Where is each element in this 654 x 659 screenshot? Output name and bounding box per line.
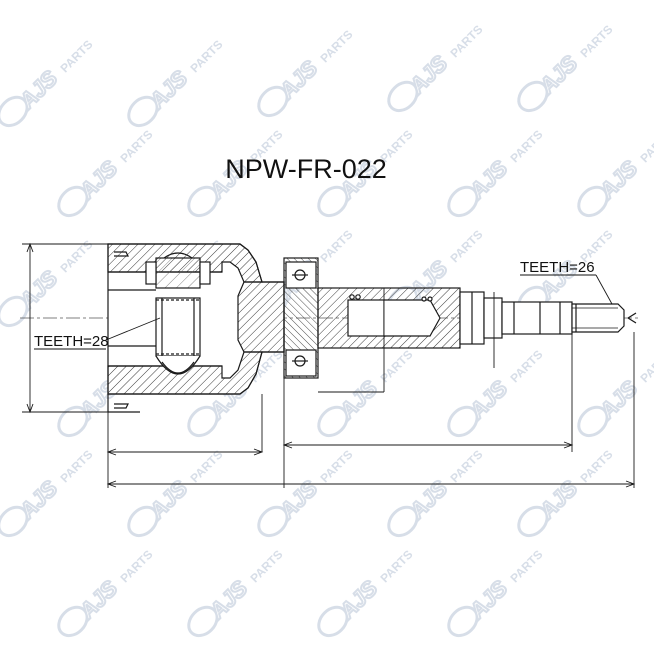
watermark-suffix: PARTS [117,547,155,585]
watermark-logo-ring [57,405,89,438]
watermark-logo-ring [57,605,89,638]
watermark-logo-ring [447,185,479,218]
teeth-right-label: TEETH=26 [520,259,595,276]
dimension-lines [22,242,636,488]
watermark-suffix: PARTS [507,127,545,165]
watermark-suffix: PARTS [317,27,355,65]
watermark-suffix: PARTS [507,547,545,585]
watermark-brand: AJS [464,375,513,424]
watermark-logo-ring [317,605,349,638]
watermark-suffix: PARTS [447,227,485,265]
watermark-logo-ring [577,405,609,438]
watermark-suffix: PARTS [507,347,545,385]
watermark-logo-ring [57,185,89,218]
watermark-logo-ring [257,85,289,118]
watermark-suffix: PARTS [317,227,355,265]
watermark-logo-ring [387,80,419,113]
watermark-brand: AJS [594,155,643,204]
part-number-title: NPW-FR-022 [225,154,387,184]
watermark-brand: AJS [274,475,323,524]
watermark-suffix: PARTS [317,447,355,485]
watermark-brand: AJS [594,375,643,424]
watermark-logo-ring [187,605,219,638]
shaft [283,257,637,379]
watermark-brand: AJS [14,65,63,114]
watermark-suffix: PARTS [57,447,95,485]
watermark-logo-ring [0,95,29,128]
watermark-logo-ring [0,295,29,328]
watermark-suffix: PARTS [57,37,95,75]
watermark-suffix: PARTS [447,447,485,485]
watermark-logo-ring [187,405,219,438]
watermark-brand: AJS [464,155,513,204]
watermark-logo-ring [577,185,609,218]
watermark-logo-ring [517,505,549,538]
watermark-logo-ring [127,505,159,538]
watermark-logo-ring [447,405,479,438]
watermark-suffix: PARTS [577,447,615,485]
watermark-brand: AJS [334,575,383,624]
watermark-suffix: PARTS [187,37,225,75]
watermark-brand: AJS [404,475,453,524]
watermark-brand: AJS [534,475,583,524]
watermark-logo-ring [447,605,479,638]
watermark-logo-ring [517,80,549,113]
watermark-brand: AJS [334,375,383,424]
watermark-brand: AJS [404,50,453,99]
watermark-logo-ring [317,405,349,438]
watermark-brand: AJS [204,575,253,624]
watermark-suffix: PARTS [637,347,654,385]
watermark-brand: AJS [274,55,323,104]
watermark-logo-ring [317,185,349,218]
tripod-spider [145,252,211,375]
watermark-suffix: PARTS [57,237,95,275]
watermark-suffix: PARTS [447,22,485,60]
watermark-suffix: PARTS [117,127,155,165]
watermark-logo-ring [127,95,159,128]
watermark-suffix: PARTS [637,127,654,165]
watermark-brand: AJS [14,475,63,524]
watermark-brand: AJS [144,65,193,114]
watermark-brand: AJS [144,475,193,524]
watermark-logo-ring [257,505,289,538]
watermark-brand: AJS [534,50,583,99]
watermark-logo-ring [387,505,419,538]
watermark-suffix: PARTS [247,547,285,585]
watermark-suffix: PARTS [187,447,225,485]
watermark-suffix: PARTS [577,22,615,60]
watermark-brand: AJS [464,575,513,624]
watermark-suffix: PARTS [377,347,415,385]
teeth-left-label: TEETH=28 [34,333,109,350]
watermark-logo-ring [187,185,219,218]
watermark-logo-ring [0,505,29,538]
watermark-brand: AJS [14,265,63,314]
watermark-brand: AJS [74,575,123,624]
watermark-brand: AJS [74,155,123,204]
watermark-suffix: PARTS [377,547,415,585]
